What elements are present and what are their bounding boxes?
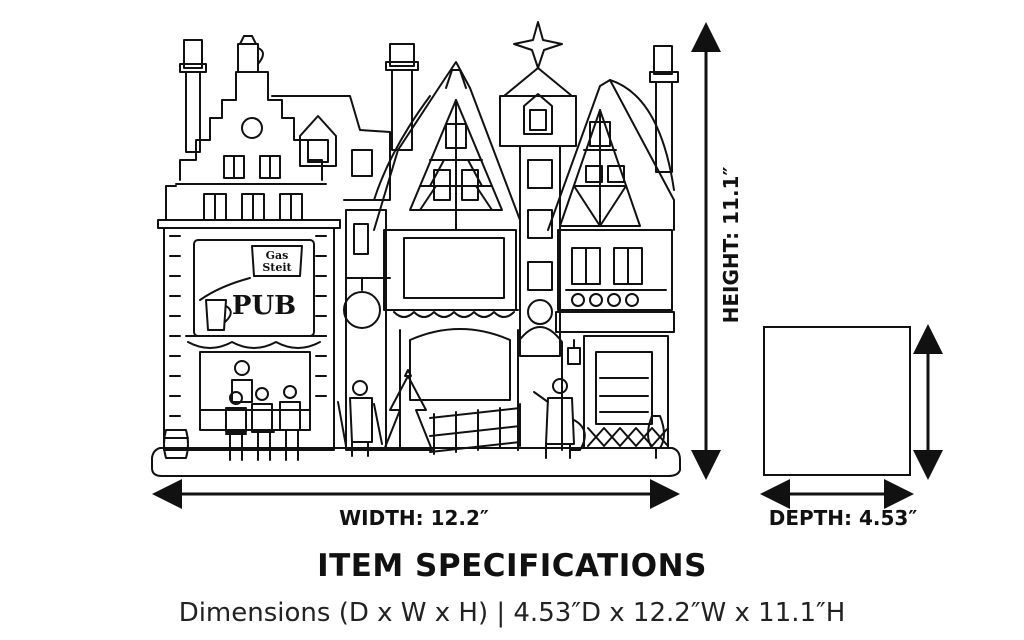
depth-dimension: DEPTH: 4.53″ (760, 324, 943, 530)
specifications-title: ITEM SPECIFICATIONS (317, 548, 707, 584)
height-dimension: HEIGHT: 11.1″ (691, 21, 743, 480)
village-illustration: Gas Steit PUB (151, 21, 681, 477)
depth-label: DEPTH: 4.53″ (769, 506, 918, 530)
base-platform (151, 447, 681, 477)
sign-steit-text: Steit (262, 261, 292, 274)
star-icon (513, 21, 563, 69)
depth-box (763, 326, 911, 476)
pub-building (157, 35, 341, 461)
sign-gas-text: Gas (266, 249, 289, 262)
width-label: WIDTH: 12.2″ (339, 506, 489, 530)
star-tower (499, 21, 586, 459)
width-dimension: WIDTH: 12.2″ (152, 479, 680, 530)
tudor-house (337, 43, 521, 457)
right-timber-house (547, 45, 679, 459)
sign-pub-text: PUB (232, 291, 296, 321)
height-label: HEIGHT: 11.1″ (719, 167, 743, 324)
dimensions-summary: Dimensions (D x W x H) | 4.53″D x 12.2″W… (178, 598, 846, 628)
